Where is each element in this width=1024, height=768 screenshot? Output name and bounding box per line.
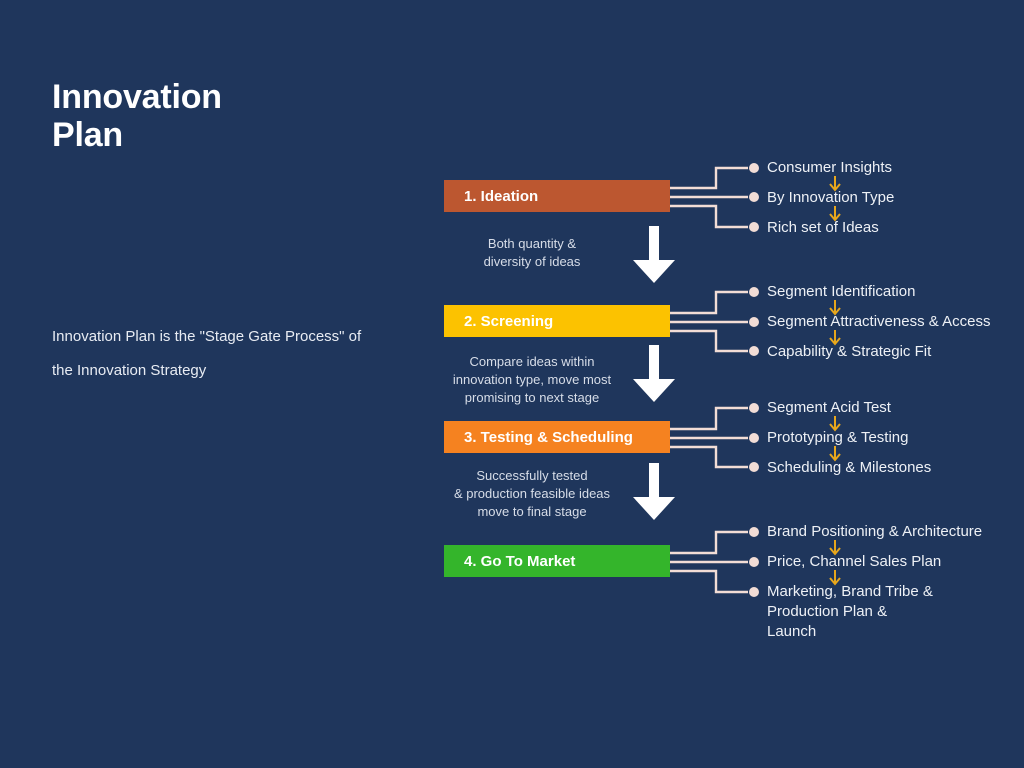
intro-text: Innovation Plan is the "Stage Gate Proce… [52, 328, 362, 379]
stage-label: 3. Testing & Scheduling [464, 428, 633, 446]
down-arrow-icon [633, 463, 675, 520]
transition-caption: Successfully tested & production feasibl… [453, 468, 611, 519]
stage-box-testing-scheduling[interactable]: 3. Testing & Scheduling [444, 421, 670, 453]
down-arrow-icon [633, 226, 675, 283]
stage-label: 1. Ideation [464, 187, 539, 205]
stage-box-go-to-market[interactable]: 4. Go To Market [444, 545, 670, 577]
transition-caption: Compare ideas within innovation type, mo… [452, 354, 612, 405]
list-item: Capability & Strategic Fit [767, 343, 932, 360]
list-item: Prototyping & Testing [767, 429, 909, 446]
stage-label: 2. Screening [464, 312, 554, 330]
list-item: Scheduling & Milestones [767, 459, 932, 476]
transition-caption: Both quantity & diversity of ideas [483, 236, 581, 269]
down-arrow-icon [633, 345, 675, 402]
list-item: Segment Identification [767, 283, 916, 300]
page-title: Innovation Plan [52, 78, 222, 154]
list-item: Segment Attractiveness & Access [767, 313, 991, 330]
list-item: Consumer Insights [767, 159, 893, 176]
list-item: Segment Acid Test [767, 399, 891, 416]
list-item: Rich set of Ideas [767, 219, 879, 236]
list-item: Brand Positioning & Architecture [767, 523, 983, 540]
list-item: By Innovation Type [767, 189, 895, 206]
list-item: Price, Channel Sales Plan [767, 553, 942, 570]
list-item: Marketing, Brand Tribe & Production Plan… [767, 583, 933, 640]
stage-box-screening[interactable]: 2. Screening [444, 305, 670, 337]
stage-box-ideation[interactable]: 1. Ideation [444, 180, 670, 212]
stage-label: 4. Go To Market [464, 552, 576, 570]
